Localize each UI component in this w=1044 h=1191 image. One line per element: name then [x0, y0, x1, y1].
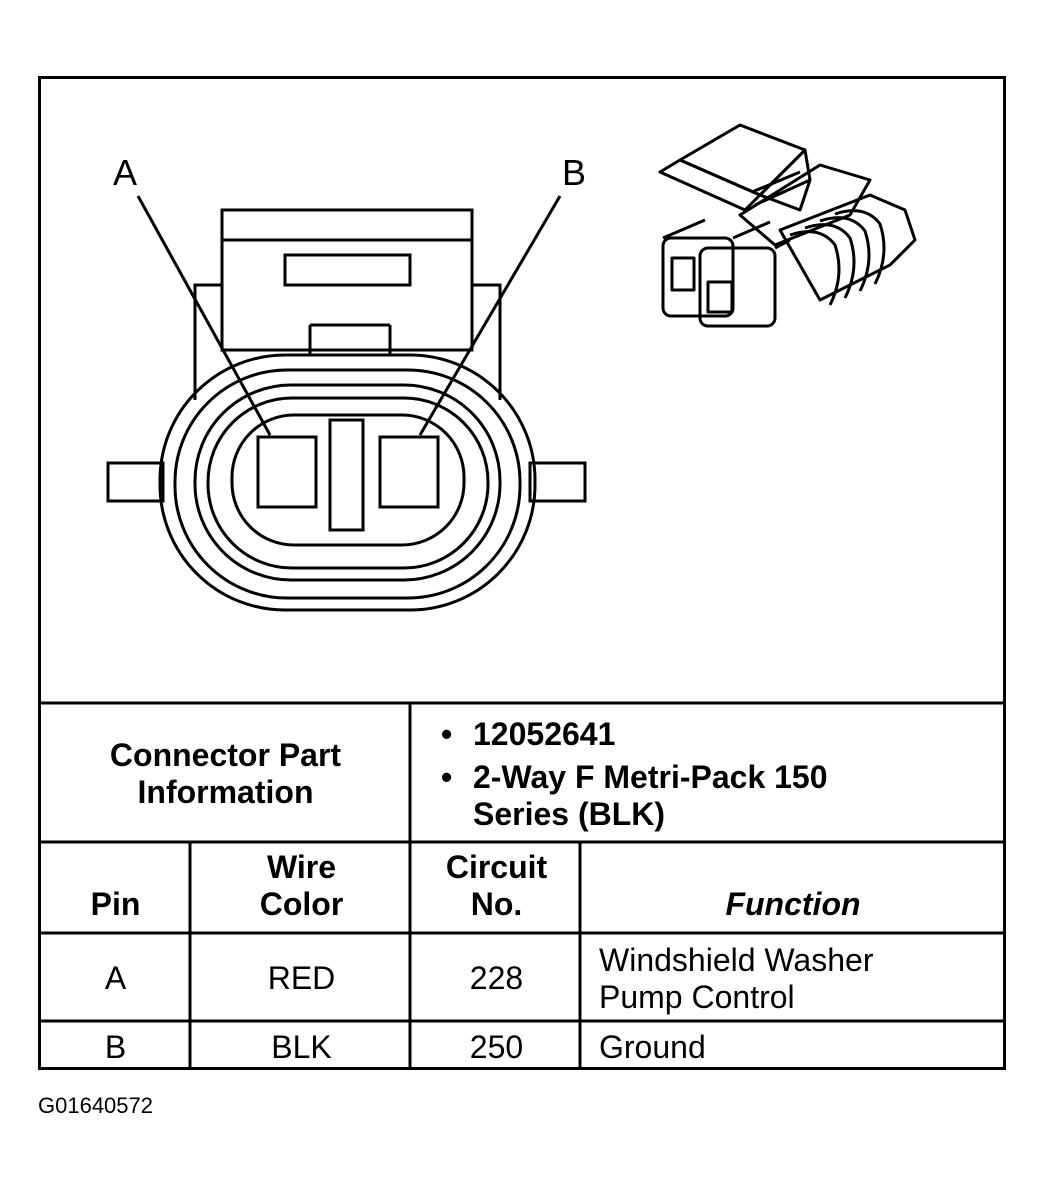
part-info-list: •12052641 •2-Way F Metri-Pack 150 Series…	[413, 706, 1003, 842]
table-row-b-wire-color: BLK	[271, 1028, 332, 1065]
table-row-a-function: Windshield Washer Pump Control	[599, 941, 874, 1015]
connector-left-ear	[106, 461, 165, 503]
column-header-pin: Pin	[90, 886, 141, 922]
diagram-frame	[38, 76, 1006, 1070]
table-row-a-circuit: 228	[469, 960, 524, 996]
column-header-function: Function	[725, 886, 861, 922]
pin-a-cavity	[256, 435, 318, 509]
table-row-b-function: Ground	[599, 1028, 706, 1065]
column-header-circuit-no: Circuit No.	[445, 849, 548, 922]
table-row-b-circuit: 250	[469, 1028, 524, 1065]
label-a: A	[113, 152, 137, 193]
table-row-b-pin: B	[104, 1028, 127, 1065]
leader-line-b	[418, 195, 562, 436]
label-b: B	[562, 152, 586, 193]
column-header-wire-color: Wire Color	[259, 849, 344, 922]
pin-b-cavity	[378, 435, 440, 509]
table-row-a-wire-color: RED	[267, 960, 336, 996]
connector-3d-view	[658, 123, 917, 328]
leader-line-a	[136, 195, 272, 436]
connector-right-ear	[528, 461, 587, 503]
connector-top-latch	[220, 208, 474, 352]
part-info-header: Connector Part Information	[109, 737, 342, 810]
table-row-a-pin: A	[104, 960, 127, 996]
figure-id: G01640572	[38, 1093, 153, 1118]
table-grid	[38, 701, 1006, 1070]
connector-body-outer	[158, 353, 537, 612]
part-info-item: •12052641	[441, 715, 616, 752]
part-info-item: •2-Way F Metri-Pack 150 Series (BLK)	[441, 758, 828, 832]
